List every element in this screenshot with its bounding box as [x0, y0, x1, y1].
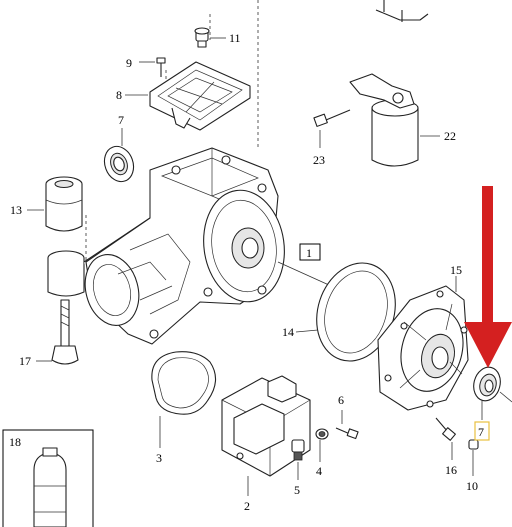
- label-7a: 7: [118, 113, 124, 127]
- part-23-bolt[interactable]: [313, 109, 351, 148]
- label-15: 15: [450, 263, 462, 277]
- part-11-plug[interactable]: [194, 27, 226, 48]
- label-8: 8: [116, 88, 122, 102]
- label-14: 14: [282, 325, 294, 339]
- part-13-mount[interactable]: [27, 176, 83, 232]
- label-17: 17: [19, 354, 31, 368]
- label-3: 3: [156, 451, 162, 465]
- down-arrow-icon: [482, 186, 493, 324]
- part-14-gasket[interactable]: [295, 253, 408, 372]
- part-7-seal-right[interactable]: [470, 364, 512, 420]
- label-7b: 7: [478, 425, 484, 439]
- part-18-fluid[interactable]: [2, 429, 94, 527]
- label-1: 1: [306, 246, 312, 260]
- label-2: 2: [244, 499, 250, 513]
- part-9-bolt[interactable]: [139, 57, 166, 77]
- part-22-actuator[interactable]: [349, 0, 440, 167]
- label-6: 6: [338, 393, 344, 407]
- label-16: 16: [445, 463, 457, 477]
- part-16-bolt[interactable]: [435, 417, 456, 460]
- part-labels: 11 9 8 7 13 17 22 23 15 14 6 3 4 5 2 16 …: [9, 31, 490, 513]
- part-17-long-bolt[interactable]: [36, 299, 79, 365]
- part-10-plug[interactable]: [468, 439, 479, 476]
- label-4: 4: [316, 464, 322, 478]
- part-5-sensor[interactable]: [291, 439, 305, 480]
- part-2-valve-body[interactable]: [221, 375, 311, 496]
- label-18: 18: [9, 435, 21, 449]
- part-4-plug[interactable]: [315, 428, 329, 462]
- part-3-gasket[interactable]: [151, 351, 217, 448]
- label-13: 13: [10, 203, 22, 217]
- pointer-arrow: [464, 186, 512, 368]
- part-7-seal-left[interactable]: [100, 128, 139, 186]
- part-6-bolt[interactable]: [335, 410, 359, 440]
- main-housing[interactable]: [47, 147, 291, 345]
- label-5: 5: [294, 483, 300, 497]
- highlight-box: [474, 421, 490, 441]
- part-8-cover[interactable]: [125, 61, 251, 131]
- label-23: 23: [313, 153, 325, 167]
- label-10: 10: [466, 479, 478, 493]
- part-15-cover[interactable]: [377, 276, 472, 411]
- label-22: 22: [444, 129, 456, 143]
- label-11: 11: [229, 31, 241, 45]
- label-9: 9: [126, 56, 132, 70]
